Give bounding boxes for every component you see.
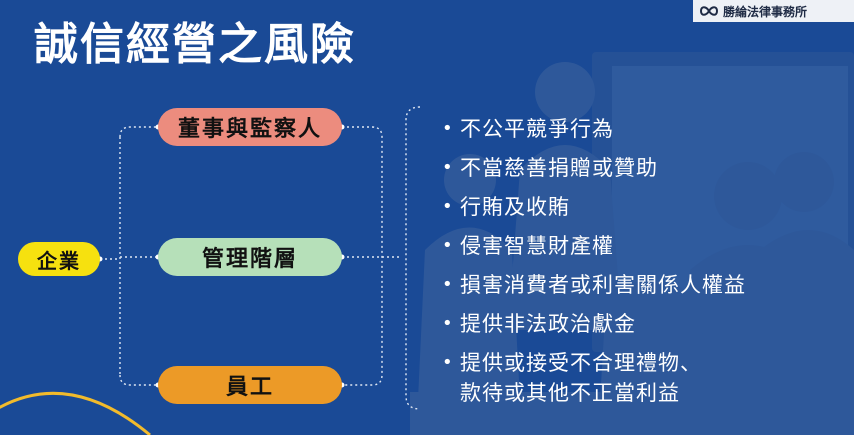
- risk-list: • 不公平競爭行為 • 不當慈善捐贈或贊助 • 行賄及收賄 • 侵害智慧財產權 …: [442, 114, 746, 408]
- list-item: • 損害消費者或利害關係人權益: [442, 270, 746, 309]
- risk-text: 提供非法政治獻金: [460, 312, 636, 336]
- page-title: 誠信經營之風險: [34, 19, 356, 70]
- law-firm-logo: 勝綸法律事務所: [693, 0, 854, 22]
- risk-text: 提供或接受不合理禮物、 款待或其他不正當利益: [460, 351, 702, 405]
- bullet-dot-icon: •: [442, 235, 454, 256]
- bullet-dot-icon: •: [442, 274, 454, 295]
- bullet-dot-icon: •: [442, 157, 454, 178]
- list-item: • 行賄及收賄: [442, 192, 746, 231]
- list-item: • 不當慈善捐贈或贊助: [442, 153, 746, 192]
- list-item: • 侵害智慧財產權: [442, 231, 746, 270]
- list-item: • 提供非法政治獻金: [442, 309, 746, 348]
- risk-text: 不公平競爭行為: [460, 117, 614, 141]
- bullet-dot-icon: •: [442, 313, 454, 334]
- staff-node: 員工: [158, 366, 342, 404]
- firm-name: 勝綸法律事務所: [723, 4, 808, 19]
- list-item: • 不公平競爭行為: [442, 114, 746, 153]
- board-and-supervisors-node: 董事與監察人: [158, 108, 342, 146]
- list-item: • 提供或接受不合理禮物、 款待或其他不正當利益: [442, 348, 746, 408]
- risk-text: 行賄及收賄: [460, 195, 570, 219]
- infinity-logo-icon: [699, 6, 719, 16]
- bullet-dot-icon: •: [442, 196, 454, 217]
- management-node: 管理階層: [158, 238, 342, 276]
- company-node: 企業: [18, 242, 100, 276]
- risk-text: 不當慈善捐贈或贊助: [460, 156, 658, 180]
- risk-text: 損害消費者或利害關係人權益: [460, 273, 746, 297]
- bullet-dot-icon: •: [442, 352, 454, 373]
- bullet-dot-icon: •: [442, 118, 454, 139]
- risk-text: 侵害智慧財產權: [460, 234, 614, 258]
